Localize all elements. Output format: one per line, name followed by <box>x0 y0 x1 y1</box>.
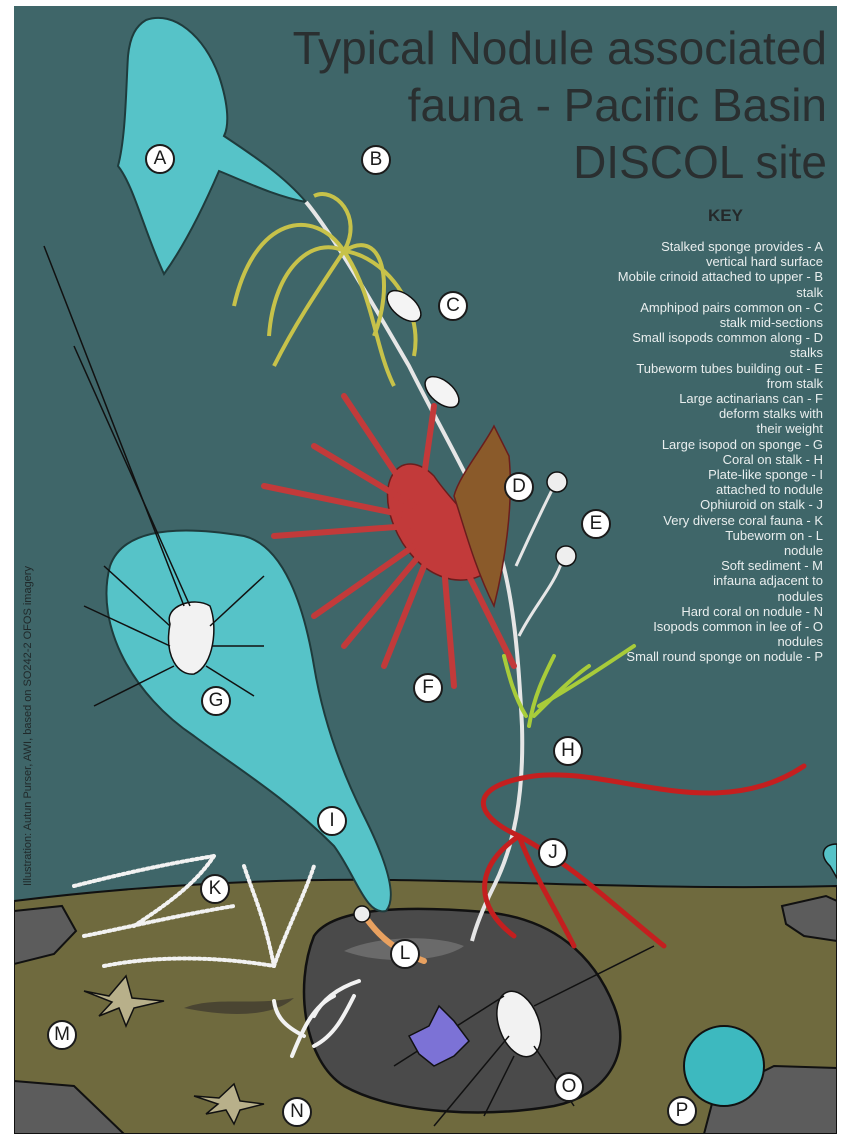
key-line: Hard coral on nodule - N <box>483 604 823 619</box>
illustration-panel: Typical Nodule associated fauna - Pacifi… <box>14 6 837 1134</box>
key-line: Isopods common in lee of - O <box>483 619 823 634</box>
title-line: fauna - Pacific Basin <box>187 77 827 134</box>
label-f: F <box>413 673 443 703</box>
distant-sponge <box>823 844 837 878</box>
title-line: Typical Nodule associated <box>187 20 827 77</box>
key-line: stalks <box>483 345 823 360</box>
round-sponge <box>684 1026 764 1106</box>
title-line: DISCOL site <box>187 134 827 191</box>
label-n: N <box>282 1097 312 1127</box>
key-line: Large actinarians can - F <box>483 391 823 406</box>
label-b: B <box>361 145 391 175</box>
amphipod-2 <box>420 371 465 414</box>
label-h: H <box>553 736 583 766</box>
label-g: G <box>201 686 231 716</box>
key-line: attached to nodule <box>483 482 823 497</box>
key-line: stalk <box>483 285 823 300</box>
label-j: J <box>538 838 568 868</box>
key-line: Mobile crinoid attached to upper - B <box>483 269 823 284</box>
key-line: Small round sponge on nodule - P <box>483 649 823 664</box>
key-line: nodule <box>483 543 823 558</box>
key-line: vertical hard surface <box>483 254 823 269</box>
key-line: Plate-like sponge - I <box>483 467 823 482</box>
label-m: M <box>47 1020 77 1050</box>
key-line: Soft sediment - M <box>483 558 823 573</box>
label-o: O <box>554 1072 584 1102</box>
amphipod <box>382 285 427 328</box>
key-line: Tubeworm on - L <box>483 528 823 543</box>
label-c: C <box>438 291 468 321</box>
key-line: Stalked sponge provides - A <box>483 239 823 254</box>
key-line: from stalk <box>483 376 823 391</box>
key-heading: KEY <box>708 206 743 226</box>
poster-title: Typical Nodule associated fauna - Pacifi… <box>187 20 827 191</box>
label-e: E <box>581 509 611 539</box>
key-list: Stalked sponge provides - A vertical har… <box>483 239 823 665</box>
key-line: infauna adjacent to <box>483 573 823 588</box>
key-line: Large isopod on sponge - G <box>483 437 823 452</box>
crinoid <box>234 194 416 386</box>
label-p: P <box>667 1096 697 1126</box>
key-line: Very diverse coral fauna - K <box>483 513 823 528</box>
key-line: stalk mid-sections <box>483 315 823 330</box>
label-i: I <box>317 806 347 836</box>
key-line: nodules <box>483 589 823 604</box>
key-line: Tubeworm tubes building out - E <box>483 361 823 376</box>
key-line: Amphipod pairs common on - C <box>483 300 823 315</box>
label-a: A <box>145 144 175 174</box>
key-line: nodules <box>483 634 823 649</box>
key-line: deform stalks with <box>483 406 823 421</box>
plate-sponge <box>106 530 390 911</box>
label-d: D <box>504 472 534 502</box>
key-line: their weight <box>483 421 823 436</box>
key-line: Ophiuroid on stalk - J <box>483 497 823 512</box>
illustration-credit: Illustration: Autun Purser, AWI, based o… <box>22 566 34 886</box>
nodule-tubeworm-fan <box>354 906 370 922</box>
key-line: Small isopods common along - D <box>483 330 823 345</box>
key-line: Coral on stalk - H <box>483 452 823 467</box>
label-l: L <box>390 939 420 969</box>
label-k: K <box>200 874 230 904</box>
